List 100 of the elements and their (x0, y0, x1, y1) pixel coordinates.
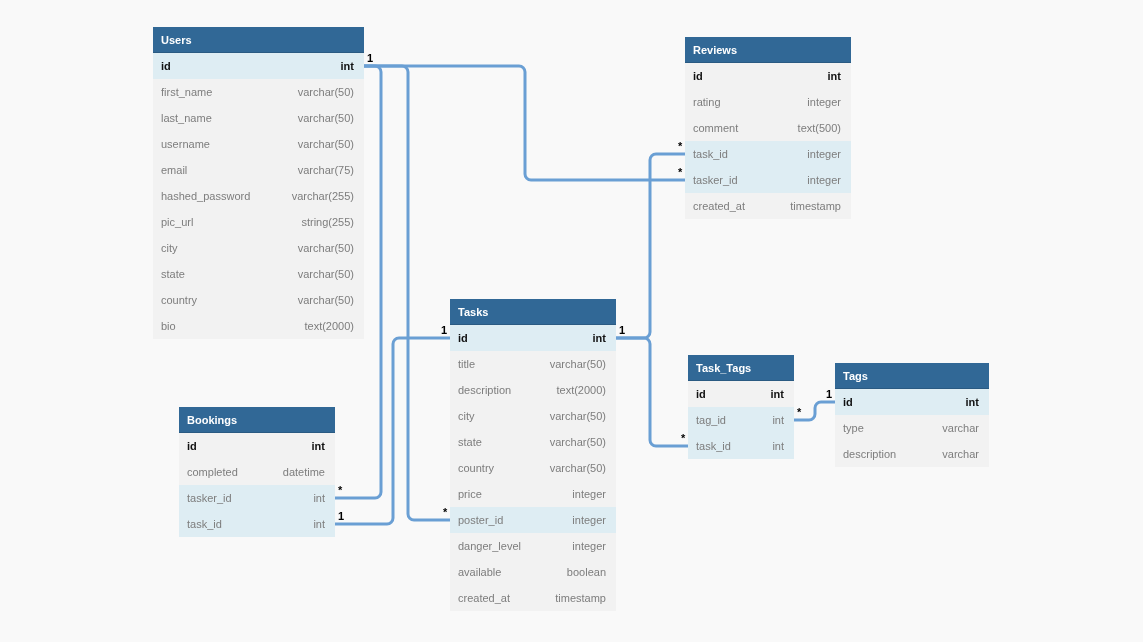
field-name: country (161, 294, 198, 306)
cardinality-label: * (338, 484, 343, 496)
field-type: int (311, 440, 325, 452)
field-type: integer (807, 174, 841, 186)
cardinality-label: 1 (826, 388, 833, 400)
field-name: poster_id (458, 514, 504, 526)
table-row (179, 485, 335, 511)
field-name: city (458, 410, 475, 422)
field-name: danger_level (458, 540, 521, 552)
table-row (153, 53, 364, 79)
field-name: state (458, 436, 482, 448)
field-name: task_id (693, 148, 728, 160)
table-row (685, 141, 851, 167)
field-type: text(500) (797, 122, 841, 134)
field-type: int (340, 60, 354, 72)
field-name: id (843, 396, 853, 408)
field-type: varchar (942, 422, 979, 434)
field-type: int (772, 414, 784, 426)
field-name: completed (187, 466, 238, 478)
field-type: int (827, 70, 841, 82)
field-name: username (161, 138, 210, 150)
field-type: integer (572, 488, 606, 500)
table-card (835, 363, 989, 467)
table-header: Users (153, 27, 364, 53)
field-name: last_name (161, 112, 212, 124)
field-type: varchar(50) (549, 462, 606, 474)
table-row (688, 433, 794, 459)
field-name: bio (161, 320, 176, 332)
table-header: Tags (835, 363, 989, 389)
field-name: id (187, 440, 197, 452)
field-type: integer (572, 514, 606, 526)
field-type: int (313, 492, 325, 504)
field-name: created_at (693, 200, 745, 212)
field-type: int (592, 332, 606, 344)
field-name: created_at (458, 592, 510, 604)
table-row (450, 325, 616, 351)
cardinality-label: 1 (619, 324, 626, 336)
field-name: tag_id (696, 414, 726, 426)
field-type: varchar(50) (297, 112, 354, 124)
table-header: Reviews (685, 37, 851, 63)
field-name: state (161, 268, 185, 280)
table-card (688, 355, 794, 459)
field-type: varchar(50) (549, 410, 606, 422)
field-name: rating (693, 96, 721, 108)
table-header: Task_Tags (688, 355, 794, 381)
field-name: price (458, 488, 482, 500)
cardinality-label: * (797, 406, 802, 418)
table-row (179, 511, 335, 537)
field-type: varchar(50) (297, 294, 354, 306)
field-name: type (843, 422, 864, 434)
field-name: id (458, 332, 468, 344)
relationship-line (335, 64, 383, 500)
field-type: varchar(50) (297, 86, 354, 98)
relationship-line (794, 400, 835, 422)
field-name: country (458, 462, 495, 474)
field-name: id (161, 60, 171, 72)
cardinality-label: 1 (441, 324, 448, 336)
field-type: integer (807, 148, 841, 160)
table-card (153, 27, 364, 339)
field-name: tasker_id (693, 174, 738, 186)
field-type: integer (572, 540, 606, 552)
field-type: varchar(50) (297, 138, 354, 150)
field-type: int (965, 396, 979, 408)
table-header: Tasks (450, 299, 616, 325)
field-name: id (693, 70, 703, 82)
field-type: string(255) (301, 216, 354, 228)
table-row (688, 407, 794, 433)
field-type: timestamp (555, 592, 606, 604)
field-type: varchar(255) (291, 190, 354, 202)
cardinality-label: * (678, 140, 683, 152)
field-type: int (770, 388, 784, 400)
field-name: first_name (161, 86, 213, 98)
relationship-line (616, 336, 688, 448)
field-type: datetime (282, 466, 325, 478)
field-name: tasker_id (187, 492, 232, 504)
cardinality-label: 1 (338, 510, 345, 522)
field-type: varchar(50) (549, 358, 606, 370)
relationship-line (335, 336, 450, 526)
field-type: varchar(75) (297, 164, 354, 176)
field-type: varchar(50) (549, 436, 606, 448)
field-type: timestamp (790, 200, 841, 212)
field-name: task_id (696, 440, 731, 452)
field-type: int (313, 518, 325, 530)
field-type: integer (807, 96, 841, 108)
field-name: city (161, 242, 178, 254)
field-type: int (772, 440, 784, 452)
field-name: id (696, 388, 706, 400)
cardinality-label: 1 (367, 52, 374, 64)
cardinality-label: * (443, 506, 448, 518)
table-row (835, 389, 989, 415)
field-name: title (458, 358, 476, 370)
cardinality-label: * (681, 432, 686, 444)
field-name: comment (693, 122, 739, 134)
field-type: text(2000) (304, 320, 354, 332)
table-header: Bookings (179, 407, 335, 433)
cardinality-label: * (678, 166, 683, 178)
table-card (179, 407, 335, 537)
table-row (450, 507, 616, 533)
field-name: description (458, 384, 512, 396)
field-name: email (161, 164, 188, 176)
